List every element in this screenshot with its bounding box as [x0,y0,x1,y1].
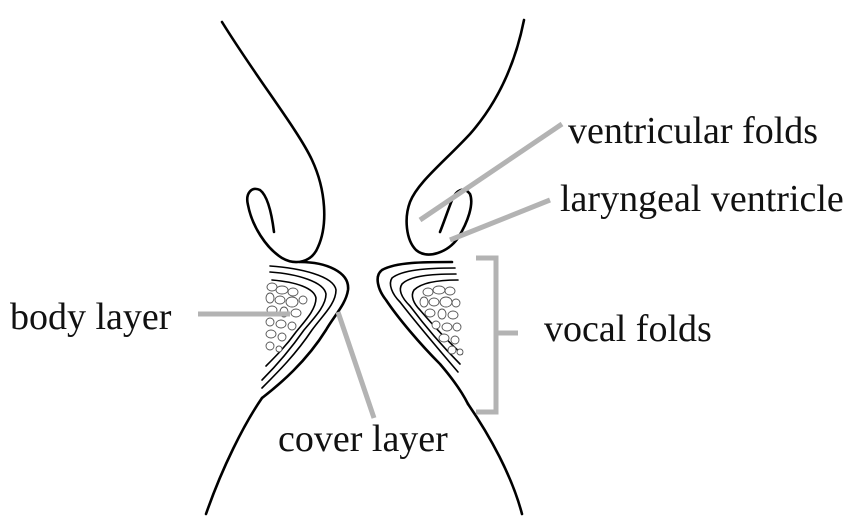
right-lower-wall-outline [468,404,522,514]
left-lower-wall-outline [206,398,262,514]
cover-layer-leader [338,312,374,418]
laryngeal-ventricle-label: laryngeal ventricle [560,180,844,218]
vocal-folds-label: vocal folds [544,310,712,348]
left-body-layer-cells [266,283,307,352]
cover-layer-label: cover layer [278,420,448,458]
body-layer-label: body layer [10,298,171,336]
left-ventricular-fold-outline [222,22,324,262]
vocal-folds-bracket [476,258,496,412]
left-vocal-fold-outline [262,262,348,398]
ventricular-folds-label: ventricular folds [568,112,818,150]
laryngeal-ventricle-leader [450,200,550,240]
